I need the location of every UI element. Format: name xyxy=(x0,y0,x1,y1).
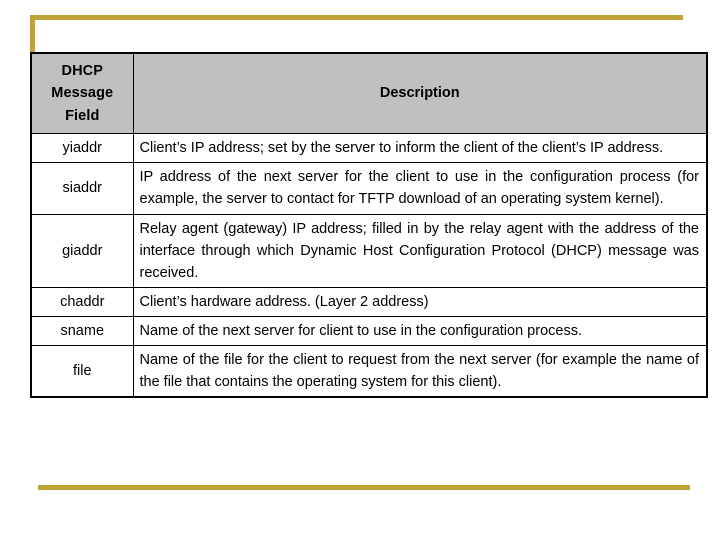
table-row: chaddr Client’s hardware address. (Layer… xyxy=(30,286,708,317)
field-name-cell: yiaddr xyxy=(30,133,134,164)
table-row: sname Name of the next server for client… xyxy=(30,315,708,346)
description-text: IP address of the next server for the cl… xyxy=(139,169,700,208)
field-description-cell: Client’s IP address; set by the server t… xyxy=(132,133,708,164)
column-header-description: Description xyxy=(132,52,708,135)
field-description-cell: Relay agent (gateway) IP address; filled… xyxy=(132,213,708,288)
table-container: DHCP Message Field Description yiaddr Cl… xyxy=(30,52,708,398)
dhcp-message-fields-table: DHCP Message Field Description yiaddr Cl… xyxy=(30,52,708,398)
field-name-cell: file xyxy=(30,344,134,398)
field-description-cell: Name of the next server for client to us… xyxy=(132,315,708,346)
description-text: Relay agent (gateway) IP address; filled… xyxy=(139,220,700,281)
gold-top-vertical-rule xyxy=(30,15,35,52)
table-header: DHCP Message Field Description xyxy=(30,52,708,135)
table-header-row: DHCP Message Field Description xyxy=(30,52,708,135)
table-row: siaddr IP address of the next server for… xyxy=(30,162,708,215)
column-header-field: DHCP Message Field xyxy=(30,52,134,135)
field-description-cell: IP address of the next server for the cl… xyxy=(132,162,708,215)
table-row: giaddr Relay agent (gateway) IP address;… xyxy=(30,213,708,288)
field-description-cell: Name of the file for the client to reque… xyxy=(132,344,708,398)
table-body: yiaddr Client’s IP address; set by the s… xyxy=(30,133,708,398)
column-header-field-line-2: Message xyxy=(51,85,114,102)
table-row: file Name of the file for the client to … xyxy=(30,344,708,398)
description-text: Client’s IP address; set by the server t… xyxy=(139,140,664,157)
description-text: Name of the next server for client to us… xyxy=(139,322,582,339)
description-text: Name of the file for the client to reque… xyxy=(139,351,700,390)
table-row: yiaddr Client’s IP address; set by the s… xyxy=(30,133,708,164)
field-name-cell: giaddr xyxy=(30,213,134,288)
gold-top-horizontal-rule xyxy=(30,15,683,20)
column-header-field-line-1: DHCP xyxy=(61,63,103,79)
gold-bottom-rule xyxy=(38,485,690,490)
column-header-field-line-3: Field xyxy=(65,107,100,124)
field-description-cell: Client’s hardware address. (Layer 2 addr… xyxy=(132,286,708,317)
description-text: Client’s hardware address. (Layer 2 addr… xyxy=(139,293,429,310)
field-name-cell: sname xyxy=(30,315,134,346)
field-name-cell: siaddr xyxy=(30,162,134,215)
field-name-cell: chaddr xyxy=(30,286,134,317)
